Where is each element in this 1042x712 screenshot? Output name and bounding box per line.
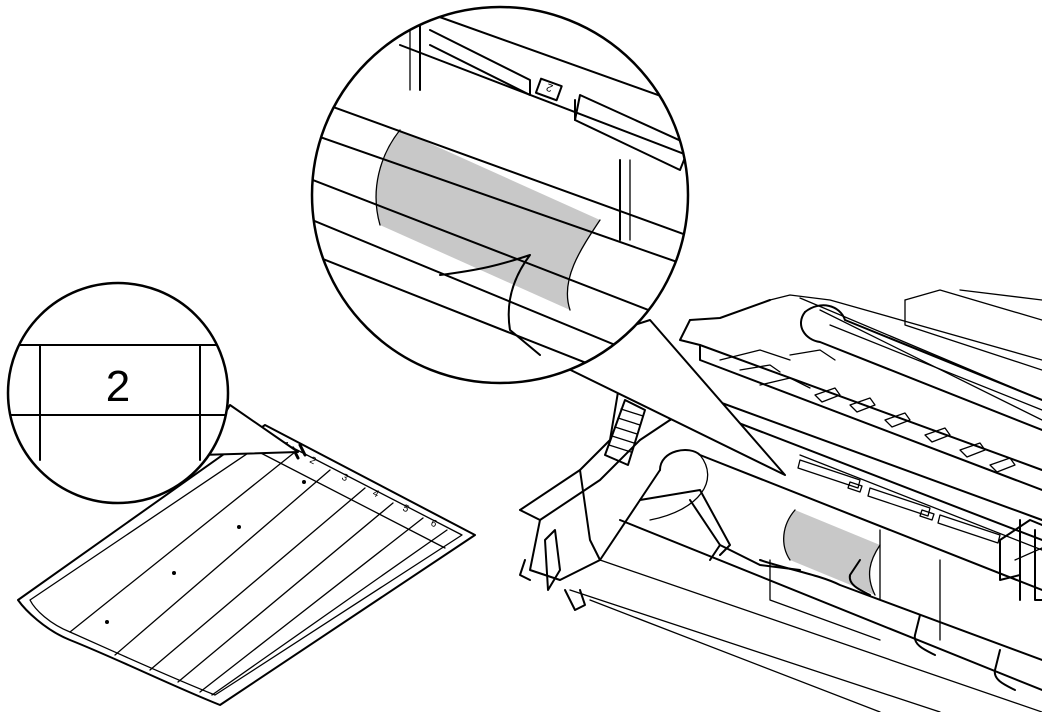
drum-callout: 2 — [310, 5, 690, 385]
shaded-spot — [376, 130, 600, 310]
column-number-3: 3 — [340, 472, 350, 485]
sheet-dot — [302, 480, 306, 484]
sheet-dot — [237, 525, 241, 529]
sheet-dot — [172, 571, 176, 575]
sheet-callout: 2 — [6, 281, 230, 505]
column-number-2: 2 — [308, 455, 318, 468]
drum-unit — [519, 289, 1042, 712]
column-number-4: 4 — [371, 488, 381, 501]
column-number-5: 5 — [401, 503, 411, 516]
marker-tag — [534, 77, 563, 102]
column-number-6: 6 — [429, 518, 439, 531]
callout-column-number: 2 — [106, 362, 130, 411]
sheet-dot — [105, 620, 109, 624]
marker-number: 2 — [545, 80, 555, 93]
